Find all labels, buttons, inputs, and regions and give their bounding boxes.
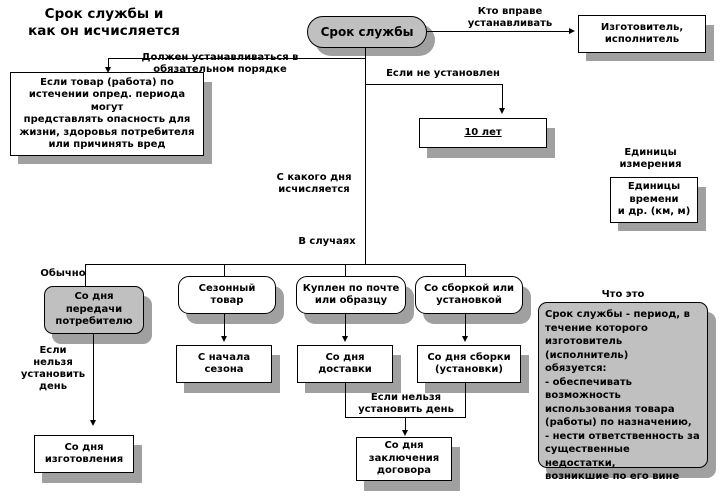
connector-to-ten-years-vertical [501,84,503,110]
arrowhead-to-from-contract [402,430,408,436]
node-ten-years[interactable]: 10 лет [419,118,547,148]
connector-main-trunk [365,48,367,264]
label-units-of-measure: Единицы измерения [619,147,682,170]
node-definition-srok-sluzhby[interactable]: Срок службы - период, в течение которого… [538,302,708,482]
arrowhead-to-from-assembly [461,336,468,342]
connector-root-left-horizontal [108,58,366,60]
connector-delivery-down [345,383,347,418]
node-from-contract-date[interactable]: Со дня заключения договора [356,437,452,481]
node-units-of-time[interactable]: Единицы времени и др. (км, м) [610,177,698,223]
edge-label-usually: Обычно [40,268,86,279]
connector-branch-bus [85,264,466,266]
connector-assembly-down [464,383,466,418]
page-title: Срок службы и как он исчисляется [28,6,180,39]
edge-label-who-sets: Кто вправе устанавливать [467,6,553,29]
connector-to-ten-years-horizontal [365,84,503,86]
connector-mail-to-delivery [345,314,347,340]
connector-transfer-to-manufacture [93,334,95,424]
edge-label-must-be-set: Должен устанавливаться в обязательном по… [142,52,299,75]
edge-label-in-cases: В случаях [298,236,356,247]
connector-seasonal-to-season-start [224,314,226,340]
edge-label-from-what-day: С какого дня исчисляется [276,172,352,195]
connector-branch-drop-4 [464,264,466,276]
node-from-assembly-date[interactable]: Со дня сборки (установки) [417,345,521,383]
node-from-transfer-to-consumer[interactable]: Со дня передачи потребителю [44,286,144,334]
connector-merge-to-contract [405,417,407,434]
node-from-delivery-date[interactable]: Со дня доставки [297,345,393,383]
label-what-is-it: Что это [601,289,645,300]
edge-label-if-cannot-set-day-center: Если нельзя установить день [358,392,454,415]
node-from-manufacture-date[interactable]: Со дня изготовления [34,435,134,473]
node-bought-by-mail[interactable]: Куплен по почте или образцу [296,276,406,314]
node-manufacturer[interactable]: Изготовитель, исполнитель [578,15,706,53]
node-from-season-start[interactable]: С начала сезона [176,345,272,383]
arrowhead-to-season-start [221,336,227,342]
node-danger-goods[interactable]: Если товар (работа) по истечении опред. … [10,72,204,156]
connector-assembly-to-from-assembly [464,314,466,340]
edge-label-if-not-set: Если не установлен [386,68,500,79]
root-node-srok-sluzhby[interactable]: Срок службы [307,16,427,48]
connector-branch-drop-1 [85,264,87,286]
arrowhead-to-danger-goods [104,67,111,73]
arrowhead-to-manufacturer [569,27,575,34]
edge-label-if-cannot-set-day-left: Если нельзя установить день [20,345,86,392]
connector-root-to-manufacturer [427,31,571,33]
connector-branch-drop-2 [224,264,226,276]
connector-root-left-vertical [108,58,110,70]
arrowhead-to-from-manufacture [90,420,96,426]
arrowhead-to-from-delivery [342,336,348,342]
arrowhead-to-ten-years [498,108,505,114]
connector-branch-drop-3 [345,264,347,276]
node-seasonal-goods[interactable]: Сезонный товар [178,276,276,314]
node-with-assembly[interactable]: Со сборкой или установкой [415,276,523,314]
